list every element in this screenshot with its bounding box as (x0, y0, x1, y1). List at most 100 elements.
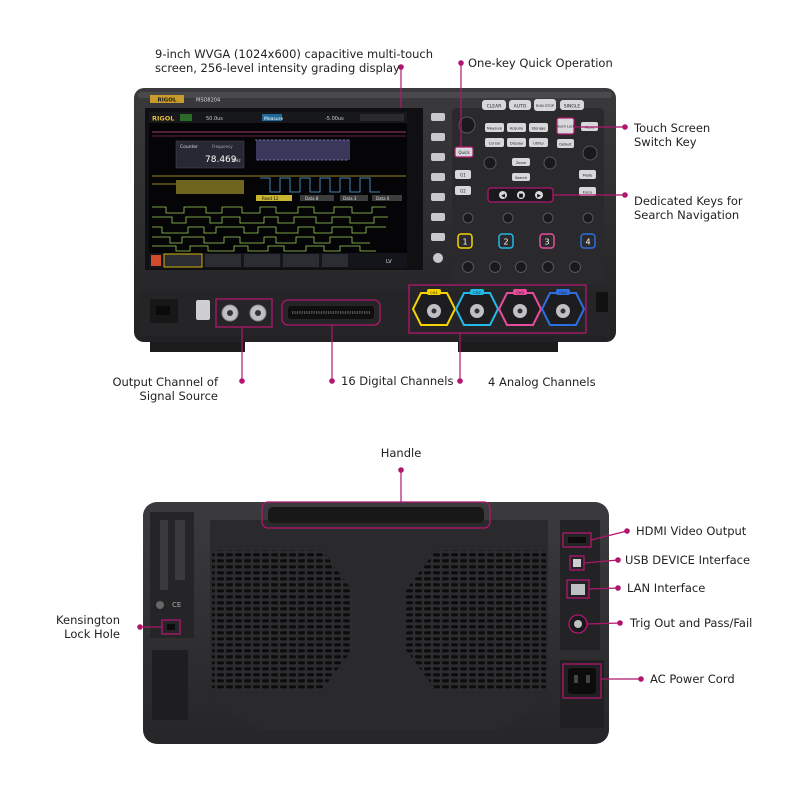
bnc-ch1[interactable]: CH1 (411, 289, 457, 326)
bnc-ch3[interactable]: CH3 (497, 289, 543, 326)
bus-label-2: Data 8 (305, 196, 319, 201)
g1-key[interactable] (455, 170, 471, 179)
callout-lan: LAN Interface (627, 581, 706, 595)
svg-text:4: 4 (585, 238, 590, 247)
search-key[interactable] (512, 173, 530, 181)
rear-callout-lines (137, 467, 644, 682)
usb-port[interactable] (196, 300, 210, 320)
svg-text:■: ■ (519, 193, 524, 199)
force-key[interactable] (579, 187, 596, 196)
bus-label-1: Read 12 (262, 196, 279, 201)
display-key[interactable] (507, 138, 526, 147)
svg-text:Acquire: Acquire (510, 127, 524, 131)
soft-key-7[interactable] (431, 233, 445, 241)
callout-touch-switch: Touch Screen Switch Key (634, 121, 710, 149)
callout-kensington-line-1: Kensington (56, 613, 120, 627)
power-key[interactable] (433, 253, 443, 263)
bnc-ch2[interactable]: CH2 (454, 289, 500, 326)
auto-key[interactable] (509, 100, 531, 110)
callout-hdmi: HDMI Video Output (636, 524, 747, 538)
svg-text:RIGOL: RIGOL (152, 115, 174, 123)
svg-text:CE: CE (172, 601, 181, 609)
svg-text:CH4: CH4 (559, 291, 567, 295)
rigol-logo (150, 95, 184, 103)
multipurpose-knob[interactable] (458, 116, 476, 134)
callout-screen: 9-inch WVGA (1024x600) capacitive multi-… (155, 47, 433, 75)
svg-text:Measure: Measure (487, 127, 503, 131)
svg-text:CH1: CH1 (430, 291, 438, 295)
callout-quick-operation: One-key Quick Operation (468, 56, 613, 70)
svg-text:3: 3 (544, 238, 549, 247)
quick-key[interactable] (454, 146, 474, 158)
svg-text:Storage: Storage (531, 127, 546, 131)
vent-right (406, 550, 546, 690)
callout-touch-switch-line-2: Switch Key (634, 135, 697, 149)
ac-power-inlet[interactable] (562, 663, 602, 699)
counter-unit: MHz (232, 158, 241, 163)
soft-key-5[interactable] (431, 193, 445, 201)
callout-kensington: Kensington Lock Hole (40, 613, 120, 641)
horizontal-scale-knob[interactable] (483, 156, 497, 170)
handle[interactable] (268, 507, 484, 523)
mode-key[interactable] (579, 170, 596, 179)
measure-key[interactable] (485, 123, 504, 132)
ch2-key[interactable] (498, 233, 514, 249)
waveforms: Read 12 Data 8 Data 3 Data 6 (152, 131, 406, 252)
svg-text:▶: ▶ (537, 193, 541, 199)
callout-screen-line-2: screen, 256-level intensity grading disp… (155, 61, 400, 75)
soft-key-4[interactable] (431, 173, 445, 181)
brand-text: RIGOL (158, 98, 177, 104)
front-callout-lines (239, 60, 628, 384)
svg-text:Touch Lock: Touch Lock (555, 125, 575, 129)
analog-channels-group (408, 284, 587, 334)
counter-value: 78.469 (205, 155, 237, 165)
svg-text:CLEAR: CLEAR (487, 104, 502, 110)
clear-key[interactable] (482, 100, 506, 110)
frequency-label: Frequency (212, 144, 233, 149)
g2-key[interactable] (455, 186, 471, 195)
default-key[interactable] (557, 139, 574, 148)
touch-lock-key[interactable] (556, 117, 575, 135)
ch1-key[interactable] (457, 233, 473, 249)
soft-key-2[interactable] (431, 133, 445, 141)
svg-text:AUTO: AUTO (514, 104, 527, 110)
svg-text:Cursor: Cursor (489, 142, 501, 146)
nav-next-key[interactable] (535, 191, 543, 199)
svg-text:◀: ◀ (501, 193, 505, 199)
utility-key[interactable] (529, 138, 548, 147)
svg-text:CH2: CH2 (473, 291, 481, 295)
single-key[interactable] (560, 100, 584, 110)
bus-label-3: Data 3 (343, 196, 357, 201)
svg-text:2: 2 (503, 238, 508, 247)
trigger-level-knob[interactable] (582, 145, 598, 161)
soft-key-6[interactable] (431, 213, 445, 221)
svg-text:G1: G1 (460, 173, 466, 178)
svg-text:CH3: CH3 (516, 291, 524, 295)
bnc-ch4[interactable]: CH4 (540, 289, 586, 326)
storage-key[interactable] (529, 123, 548, 132)
nav-stop-key[interactable] (517, 191, 525, 199)
cursor-key[interactable] (485, 138, 504, 147)
svg-text:Search: Search (515, 176, 527, 180)
svg-text:Force: Force (583, 191, 594, 195)
callout-kensington-line-2: Lock Hole (64, 627, 120, 641)
screen-delay: -5.00us (325, 116, 344, 122)
soft-key-1[interactable] (431, 113, 445, 121)
nav-prev-key[interactable] (499, 191, 507, 199)
callout-search-navigation-line-2: Search Navigation (634, 208, 740, 222)
soft-key-3[interactable] (431, 153, 445, 161)
horizontal-position-knob[interactable] (543, 156, 557, 170)
acquire-key[interactable] (507, 123, 526, 132)
model-text: MSO8204 (196, 98, 220, 104)
side-soft-keys (431, 113, 445, 263)
digital-channels-connector (281, 299, 381, 326)
ch4-key[interactable] (580, 233, 596, 249)
callout-touch-switch-line-1: Touch Screen (634, 121, 711, 135)
run-stop-key[interactable] (534, 99, 556, 111)
callout-ac-power: AC Power Cord (650, 672, 735, 686)
zoom-key[interactable] (512, 158, 530, 166)
bus-label-4: Data 6 (376, 196, 390, 201)
svg-text:1: 1 (462, 238, 467, 247)
ch3-key[interactable] (539, 233, 555, 249)
